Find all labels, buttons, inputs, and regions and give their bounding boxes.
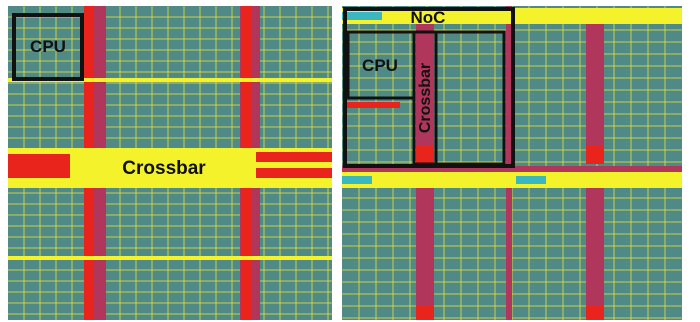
left-yellow-line-1 bbox=[8, 78, 332, 82]
right-tile-red-bar bbox=[344, 102, 400, 108]
right-cpu-label: CPU bbox=[362, 56, 398, 75]
left-die-layout: CPU Crossbar bbox=[8, 6, 332, 320]
right-crossbar-column-2 bbox=[586, 24, 604, 164]
right-tile-divider-vertical bbox=[506, 6, 512, 320]
right-crossbar-label: Crossbar bbox=[417, 63, 434, 133]
right-crossbar-red-1 bbox=[416, 146, 434, 164]
left-cpu-outline bbox=[12, 13, 84, 81]
right-tile-divider-horizontal bbox=[342, 166, 682, 174]
right-noc-band-middle bbox=[342, 172, 682, 188]
right-cache-outline bbox=[434, 30, 506, 166]
left-crossbar-red-right-top bbox=[256, 152, 332, 162]
right-noc-label: NoC bbox=[411, 8, 446, 27]
right-crossbar-column-3 bbox=[416, 188, 434, 320]
right-crossbar-red-2 bbox=[586, 146, 604, 164]
right-noc-cyan-2 bbox=[342, 176, 372, 184]
left-yellow-line-2 bbox=[8, 256, 332, 260]
left-crossbar-red-left bbox=[8, 154, 70, 178]
right-crossbar-column-4 bbox=[586, 188, 604, 320]
left-die-svg: CPU Crossbar bbox=[8, 6, 332, 320]
right-crossbar-red-3 bbox=[416, 306, 434, 320]
right-noc-cyan-1 bbox=[342, 12, 382, 20]
right-crossbar-red-4 bbox=[586, 306, 604, 320]
right-tile-outline bbox=[343, 7, 515, 168]
left-crossbar-label: Crossbar bbox=[122, 158, 206, 179]
right-die-layout: NoC CPU Crossbar bbox=[342, 6, 682, 320]
right-noc-cyan-3 bbox=[516, 176, 546, 184]
left-crossbar-red-right-bottom bbox=[256, 168, 332, 178]
right-die-svg: NoC CPU Crossbar bbox=[342, 6, 682, 320]
right-crossbar-column-1 bbox=[416, 24, 434, 164]
left-cpu-label: CPU bbox=[30, 37, 66, 56]
